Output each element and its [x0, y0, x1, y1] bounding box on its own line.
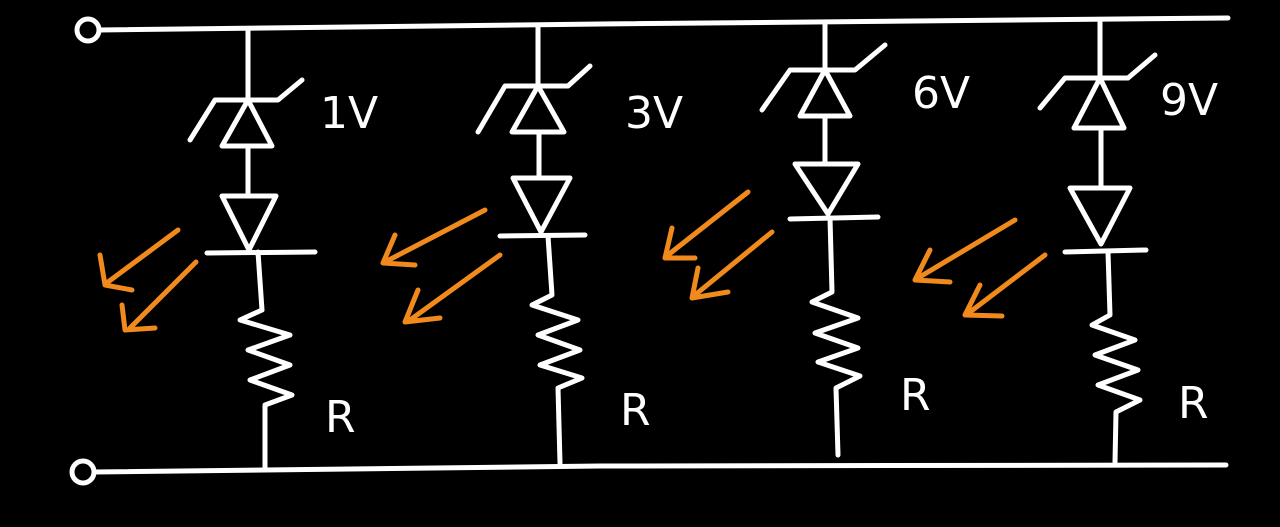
resistor: [529, 233, 585, 466]
light-arrows: [380, 207, 503, 325]
resistor: [1089, 249, 1143, 465]
zener-voltage-label: 9V: [1160, 75, 1218, 126]
led: [1062, 185, 1149, 255]
zener-voltage-label: 1V: [320, 88, 378, 139]
resistor-label: R: [620, 385, 651, 436]
zener-voltage-label: 6V: [912, 68, 970, 119]
zener-diode: [475, 23, 593, 135]
bottom-rail: [91, 462, 1229, 475]
branch-2: 3V R: [380, 23, 683, 466]
zener-diode: [759, 19, 888, 119]
led: [787, 161, 881, 222]
top-terminal: [74, 16, 102, 44]
led: [204, 193, 318, 256]
resistor-label: R: [900, 370, 931, 421]
light-arrows: [97, 227, 199, 333]
top-rail: [96, 15, 1231, 33]
zener-diode: [187, 27, 305, 149]
light-arrows: [662, 189, 775, 301]
branch-3: 6V R: [662, 19, 970, 458]
resistor-label: R: [325, 392, 356, 443]
branch-4: 9V R: [912, 17, 1218, 465]
zener-diode: [1037, 17, 1158, 131]
resistor: [237, 249, 295, 471]
resistor: [809, 215, 863, 458]
bottom-terminal: [69, 458, 97, 486]
branch-1: 1V R: [97, 27, 378, 471]
zener-voltage-label: 3V: [625, 88, 683, 139]
led: [497, 175, 588, 239]
light-arrows: [912, 217, 1048, 319]
resistor-label: R: [1178, 378, 1209, 429]
